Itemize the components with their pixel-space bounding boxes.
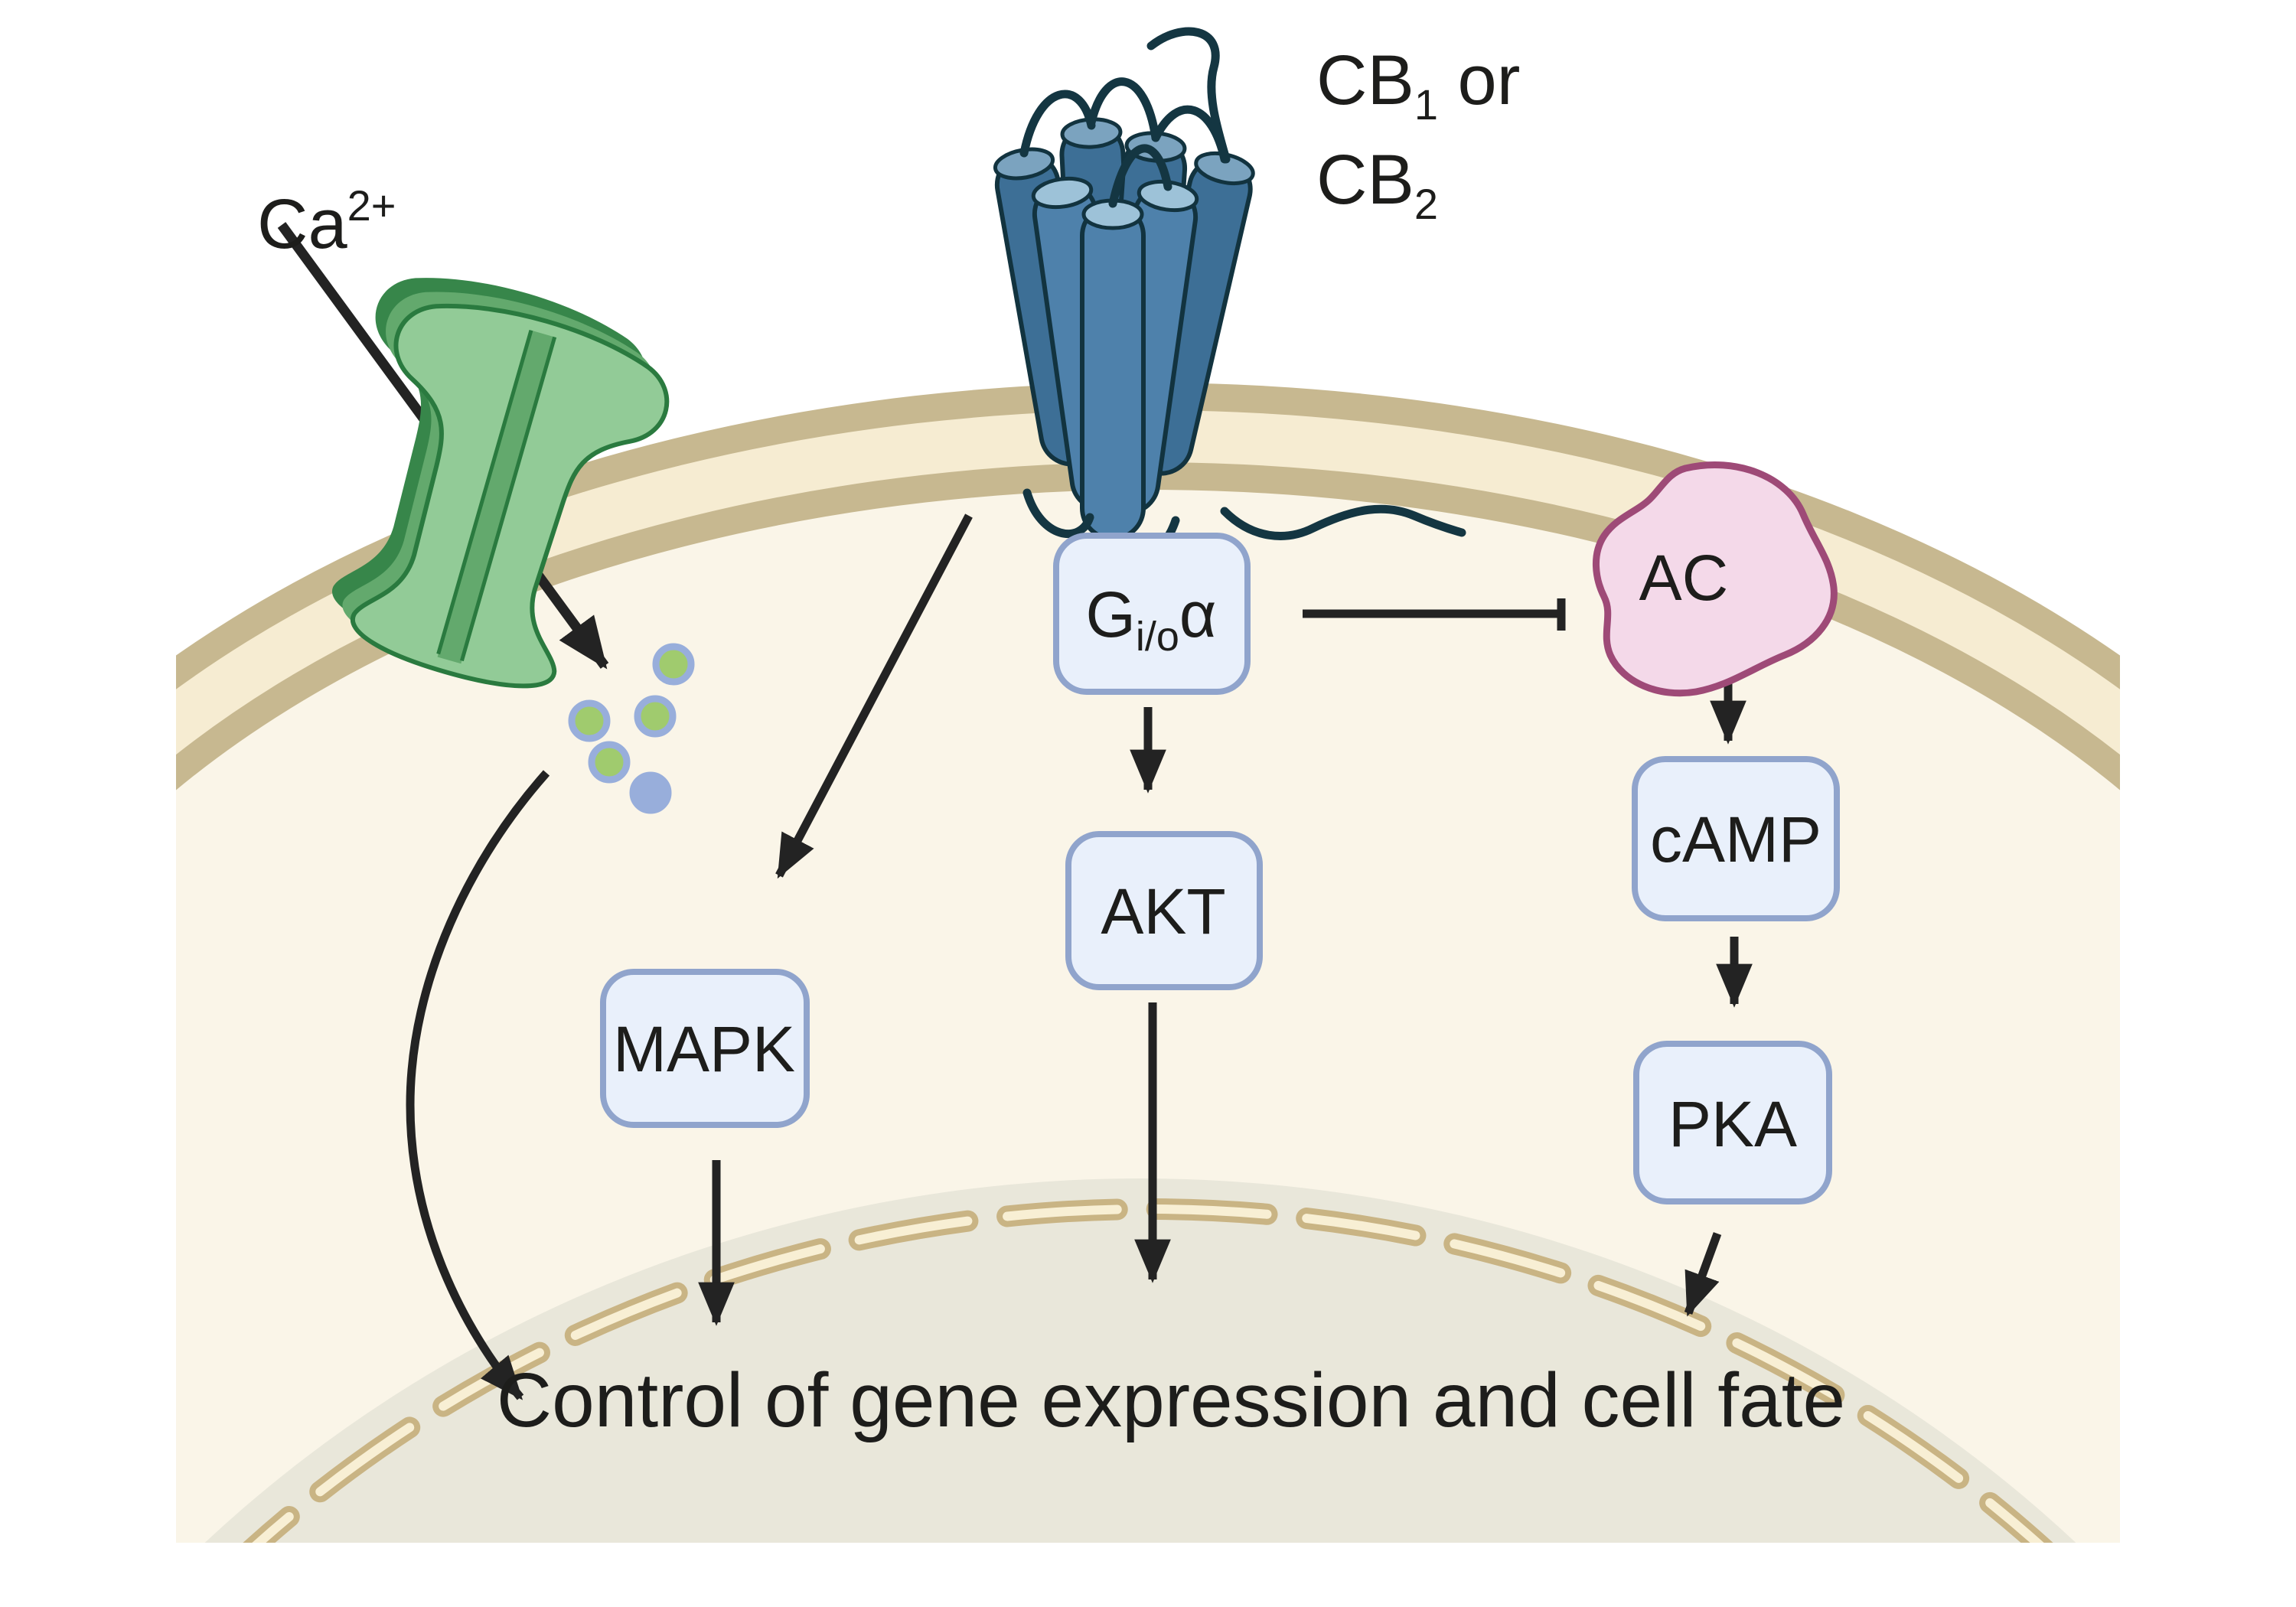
akt-box xyxy=(1065,831,1263,990)
cb-receptor xyxy=(993,27,1466,558)
channel-pore-slit xyxy=(437,330,555,664)
channel-slit-edge-right xyxy=(460,336,557,662)
camp-box xyxy=(1632,756,1840,921)
ca-label: Ca2+ xyxy=(257,181,396,263)
adenylyl-cyclase-blob xyxy=(1593,461,1838,697)
camp-label: cAMP xyxy=(1650,804,1821,875)
ac-label: AC xyxy=(1639,542,1729,614)
mapk-label: MAPK xyxy=(613,1013,795,1085)
receptor-to-mapk-arrow xyxy=(775,513,973,879)
outcome-label: Control of gene expression and cell fate xyxy=(497,1358,1845,1443)
receptor-label-line2: CB2 xyxy=(1316,141,1438,228)
receptor-loop xyxy=(1022,488,1094,539)
gprotein-inhibits-ac-tbar xyxy=(1303,598,1566,631)
calcium-ions xyxy=(568,643,695,814)
pka-box xyxy=(1633,1041,1832,1204)
pka-to-nucleus-arrow xyxy=(1684,1232,1722,1317)
calcium-channel xyxy=(332,278,670,689)
ca-ion xyxy=(568,699,611,742)
receptor-label-line1: CB1 or xyxy=(1316,41,1520,129)
receptor-helix xyxy=(1080,198,1146,541)
gprotein-box xyxy=(1053,533,1251,695)
gprotein-label: Gi/oα xyxy=(1086,579,1217,660)
ca-ion xyxy=(629,771,672,814)
receptor-loop xyxy=(1019,90,1096,158)
ca-ion xyxy=(634,695,677,738)
pathway-boxes: Gi/oα AKT MAPK cAMP PKA xyxy=(600,533,1840,1204)
ca-to-nucleus-arrow xyxy=(406,770,550,1400)
pka-label: PKA xyxy=(1668,1088,1797,1160)
nuclear-envelope xyxy=(243,1198,2053,1543)
receptor-c-terminus xyxy=(1220,504,1466,540)
nucleus xyxy=(205,1178,2076,1543)
mapk-box xyxy=(600,969,810,1128)
akt-label: AKT xyxy=(1101,875,1225,947)
receptor-loop xyxy=(1087,77,1160,142)
ca-ion xyxy=(588,741,631,784)
receptor-loop xyxy=(1108,144,1172,208)
receptor-n-terminus xyxy=(1146,27,1231,164)
channel-slit-edge-left xyxy=(436,329,533,655)
ca-ion xyxy=(652,643,695,686)
